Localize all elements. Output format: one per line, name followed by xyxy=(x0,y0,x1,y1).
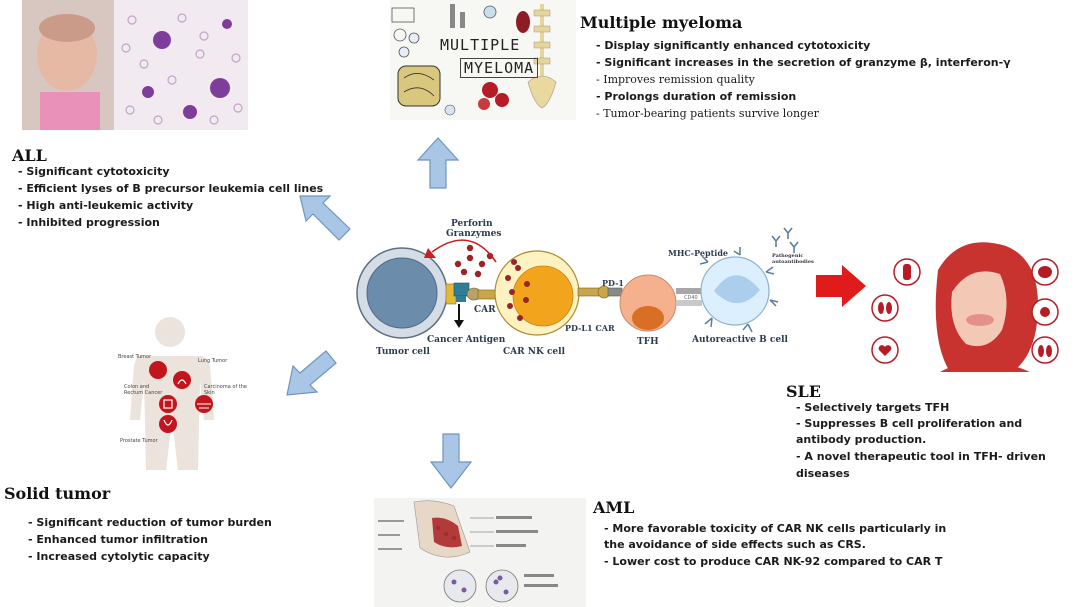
cd40-label: CD40 xyxy=(684,295,698,301)
arrow-right-red-icon xyxy=(816,265,866,307)
brain-icon xyxy=(1031,258,1059,286)
mhc-peptide-label: MHC-Peptide xyxy=(668,248,729,258)
myeloma-image-word-1: MULTIPLE xyxy=(440,36,521,54)
myeloma-drawing-icon xyxy=(391,4,557,116)
prostate-tumor-label: Prostate Tumor xyxy=(120,438,158,444)
lungs-icon xyxy=(1031,336,1059,364)
list-item: Significant increases in the secretion o… xyxy=(596,54,1010,71)
list-item: Improves remission quality xyxy=(596,71,1011,88)
pd1-label: PD-1 xyxy=(602,278,624,288)
sle-title: SLE xyxy=(786,382,821,401)
tumor-cell-label: Tumor cell xyxy=(376,347,430,357)
list-item: Efficient lyses of B precursor leukemia … xyxy=(18,180,323,197)
list-item: Prolongs duration of remission xyxy=(596,88,1011,105)
list-item: More favorable toxicity of CAR NK cells … xyxy=(604,521,956,553)
solid-tumor-points: Significant reduction of tumor burden En… xyxy=(28,514,272,565)
multiple-myeloma-title: Multiple myeloma xyxy=(580,13,743,32)
tfh-label: TFH xyxy=(637,337,659,347)
list-item: Suppresses B cell proliferation and anti… xyxy=(796,416,1080,448)
aml-image xyxy=(374,498,586,607)
multiple-myeloma-image: MULTIPLE MYELOMA xyxy=(390,0,576,120)
list-item: Significant cytotoxicity xyxy=(18,163,323,180)
list-item: A novel therapeutic tool in TFH- driven … xyxy=(796,448,1080,482)
all-points: Significant cytotoxicity Efficient lyses… xyxy=(18,163,323,231)
arrow-down-icon xyxy=(429,433,473,489)
list-item: Display significantly enhanced cytotoxic… xyxy=(596,37,1011,54)
breast-tumor-label: Breast Tumor xyxy=(118,354,152,360)
granzymes-label: Granzymes xyxy=(446,229,502,239)
aml-title: AML xyxy=(593,498,635,517)
list-item: Lower cost to produce CAR NK-92 compared… xyxy=(604,553,956,570)
list-item: Tumor-bearing patients survive longer xyxy=(596,105,1011,122)
lung-tumor-icon xyxy=(173,371,191,389)
lung-tumor-label: Lung Tumor xyxy=(198,358,228,364)
arrow-up-left-icon xyxy=(299,195,351,241)
list-item: Enhanced tumor infiltration xyxy=(28,531,272,548)
skin-icon xyxy=(1031,298,1059,326)
multiple-myeloma-points: Display significantly enhanced cytotoxic… xyxy=(596,37,1011,122)
colon-cancer-label: Colon and Rectum Cancer xyxy=(124,384,163,396)
car-nk-cell-label: CAR NK cell xyxy=(503,347,565,357)
all-title: ALL xyxy=(12,146,47,165)
cancer-antigen-label: Cancer Antigen xyxy=(427,335,506,345)
prostate-tumor-icon xyxy=(159,415,177,433)
pathogenic-autoantibodies-label: Pathogenic autoantibodies xyxy=(772,253,814,265)
breast-tumor-icon xyxy=(149,361,167,379)
myeloma-image-word-2: MYELOMA xyxy=(460,58,539,78)
arrow-down-left-icon xyxy=(286,350,337,396)
joint-icon xyxy=(893,258,921,286)
perforin-label: Perforin xyxy=(451,219,493,229)
heart-icon xyxy=(871,336,899,364)
list-item: Inhibited progression xyxy=(18,214,323,231)
list-item: Increased cytolytic capacity xyxy=(28,548,272,565)
sle-points: Selectively targets TFH Suppresses B cel… xyxy=(796,399,1080,482)
car-label: CAR xyxy=(474,305,496,315)
bone-marrow-icon xyxy=(378,500,558,603)
list-item: Selectively targets TFH xyxy=(796,399,1080,416)
kidney-icon xyxy=(871,294,899,322)
leukemia-cells-icon xyxy=(22,0,243,130)
list-item: Significant reduction of tumor burden xyxy=(28,514,271,531)
skin-carcinoma-label: Carcinoma of the Skin xyxy=(204,384,248,396)
aml-points: More favorable toxicity of CAR NK cells … xyxy=(604,521,956,570)
arrow-up-icon xyxy=(416,137,460,189)
autoreactive-b-cell-label: Autoreactive B cell xyxy=(692,335,788,345)
skin-carcinoma-icon xyxy=(195,395,213,413)
solid-tumor-title: Solid tumor xyxy=(4,484,111,503)
colon-cancer-icon xyxy=(159,395,177,413)
all-image xyxy=(22,0,248,130)
list-item: High anti-leukemic activity xyxy=(18,197,323,214)
pd-l1-car-label: PD-L1 CAR xyxy=(565,323,615,333)
